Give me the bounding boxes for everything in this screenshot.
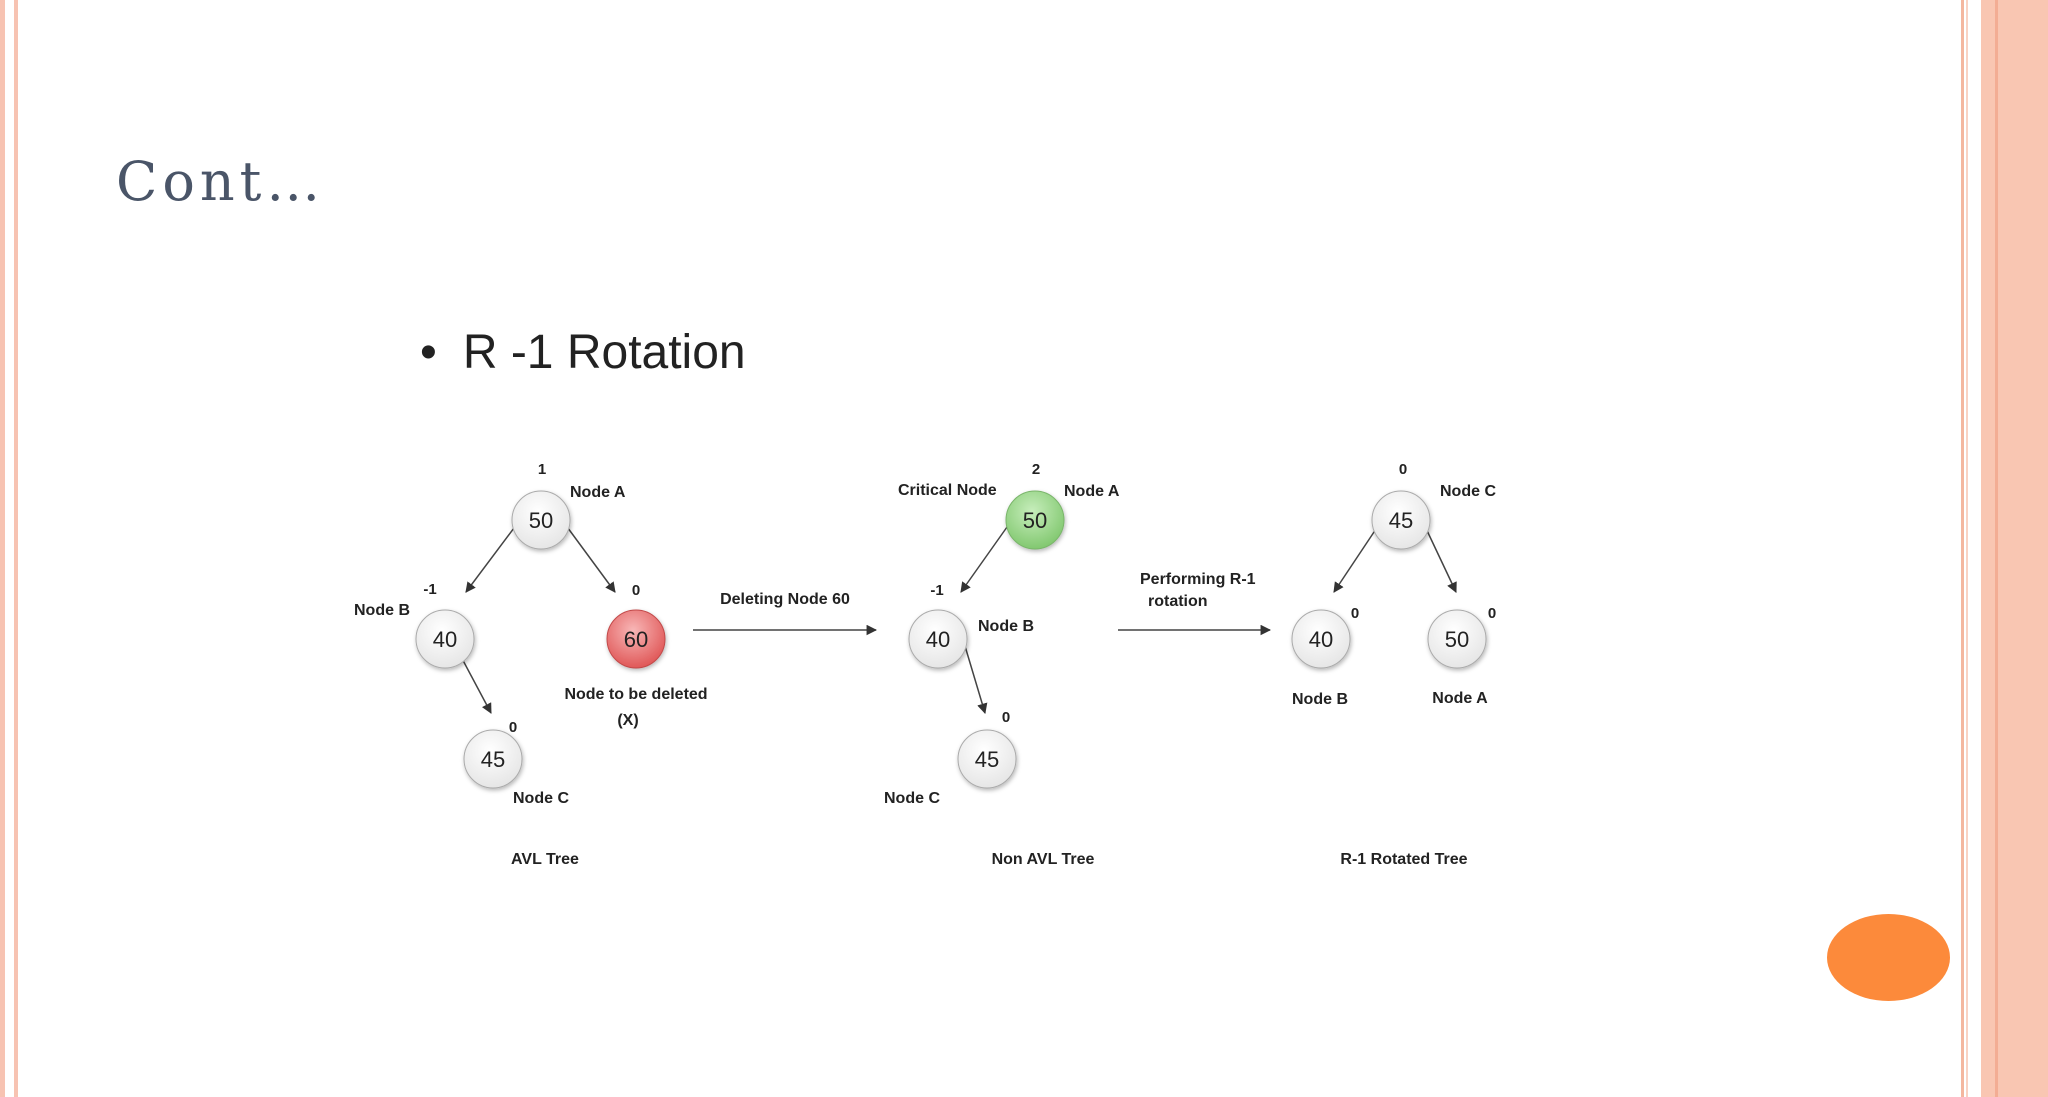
tree-node-50-avl: 50 [511,490,571,550]
balance-factor-label: 1 [538,461,546,478]
bullet-text: R -1 Rotation [462,326,746,379]
node-value: 45 [481,747,505,772]
node-value: 40 [1309,627,1333,652]
node-value: 50 [529,508,553,533]
node-value: 45 [1389,508,1413,533]
edge-a1-x1 [561,519,616,593]
tree-caption-non-avl: Non AVL Tree [992,851,1095,868]
tree-node-60-deleted: 60 [606,609,666,669]
balance-factor-label: 0 [1399,461,1407,478]
tree-node-45-rotated: 45 [1371,490,1431,550]
node-tag-label: Node B [1292,691,1348,708]
node-tag-label: Node A [1064,483,1120,500]
edge-b2-c2 [961,635,988,715]
node-value: 60 [624,627,648,652]
node-tag-label: Node B [978,618,1034,635]
tree-node-40-rotated: 40 [1291,609,1351,669]
tree-caption-rotated: R-1 Rotated Tree [1340,851,1467,868]
node-value: 50 [1445,627,1469,652]
edge-c3-b3 [1333,519,1383,593]
node-tag-label: Node B [354,602,410,619]
node-value: 40 [433,627,457,652]
node-tag-label: Node C [884,790,940,807]
edge-a1-b1 [465,519,521,593]
right-border-line-thin [1966,0,1968,1097]
node-tag-label: Node A [1432,690,1488,707]
right-decorative-band [1981,0,2048,1097]
tree-node-45-non-avl: 45 [957,729,1017,789]
node-tag-label: Node C [1440,483,1496,500]
slide-title: Cont… [116,150,326,213]
tree-node-40-non-avl: 40 [908,609,968,669]
node-value: 50 [1023,508,1047,533]
bullet-dot-icon: • [420,326,437,379]
bullet-item: • R -1 Rotation [420,325,746,380]
balance-factor-label: 0 [1002,709,1010,726]
edge-a2-b2 [960,519,1013,593]
left-border-outer [0,0,5,1097]
transition-label-rotate-line2: rotation [1148,593,1208,610]
transition-label-rotate-line1: Performing R-1 [1140,571,1256,588]
deleted-node-label: Node to be deleted [564,686,707,703]
right-band-line [1995,0,1998,1097]
tree-node-50-rotated: 50 [1427,609,1487,669]
balance-factor-label: -1 [930,582,943,599]
balance-factor-label: 0 [1351,605,1359,622]
critical-node-label: Critical Node [898,482,997,499]
balance-factor-label: 0 [632,582,640,599]
balance-factor-label: -1 [423,581,436,598]
node-tag-label: Node A [570,484,626,501]
node-tag-label: Node C [513,790,569,807]
corner-orange-oval [1827,914,1950,1001]
node-value: 45 [975,747,999,772]
avl-rotation-diagram: 50 40 60 45 50 40 45 45 [354,461,1496,868]
tree-node-40-avl: 40 [415,609,475,669]
tree-node-50-critical: 50 [1005,490,1065,550]
node-value: 40 [926,627,950,652]
balance-factor-label: 0 [1488,605,1496,622]
tree-node-45-avl: 45 [463,729,523,789]
left-border-inner [14,0,18,1097]
deleted-node-label-x: (X) [617,712,638,729]
balance-factor-label: 2 [1032,461,1040,478]
transition-label-delete: Deleting Node 60 [720,591,850,608]
right-border-line [1961,0,1964,1097]
tree-caption-avl: AVL Tree [511,851,579,868]
balance-factor-label: 0 [509,719,517,736]
